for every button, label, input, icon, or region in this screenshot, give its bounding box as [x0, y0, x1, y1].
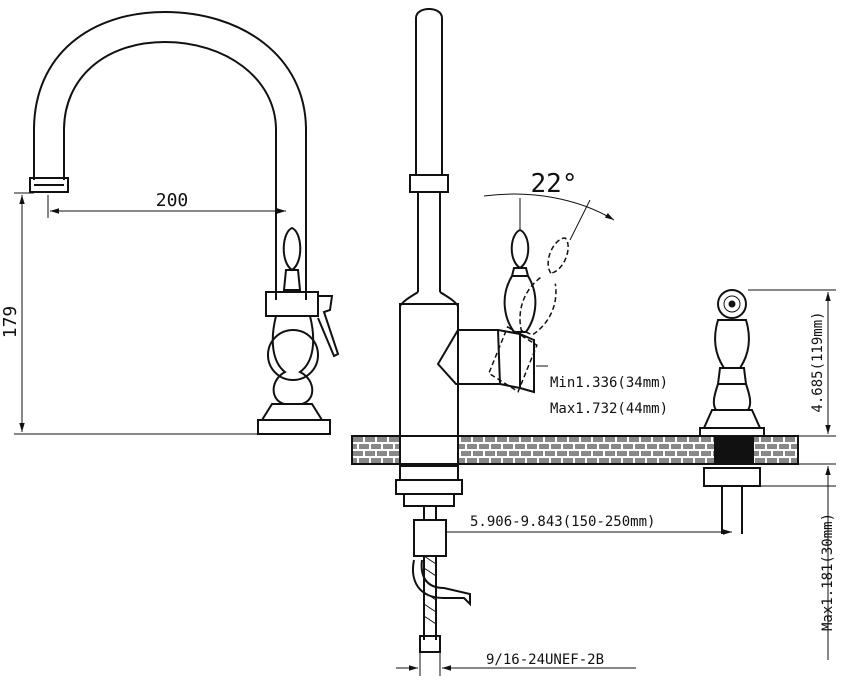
front-handle-knob — [510, 228, 530, 270]
dim-spout-reach: 200 — [47, 190, 286, 218]
dim-deck-thickness: Min1.336(34mm) Max1.732(44mm) — [536, 365, 668, 417]
sprayer-nut — [703, 467, 761, 487]
front-shank — [399, 465, 459, 481]
label-spout-height: 179 — [0, 306, 21, 339]
side-handle-knob — [282, 226, 302, 272]
label-handle-angle: 22° — [531, 169, 578, 199]
label-spout-reach: 200 — [156, 190, 189, 211]
handle-rotated-ghost — [487, 237, 569, 393]
dim-shank-max: Max1.181(30mm) — [760, 463, 836, 660]
front-spout — [415, 8, 443, 175]
sprayer-head — [717, 289, 747, 319]
side-base — [260, 403, 324, 421]
label-sprayer-height: 4.685(119mm) — [810, 311, 826, 412]
side-body — [265, 291, 319, 317]
front-view — [395, 8, 569, 653]
side-fitting — [413, 519, 447, 557]
label-deck-max: Max1.732(44mm) — [550, 401, 668, 417]
countertop — [351, 435, 799, 465]
spout-inner — [63, 40, 277, 300]
front-body — [399, 303, 459, 437]
spout-outer — [33, 10, 307, 300]
side-lever — [317, 295, 340, 358]
dim-center-distance: 5.906-9.843(150-250mm) — [446, 514, 732, 535]
side-view — [29, 10, 340, 435]
spout-tip — [29, 177, 69, 193]
label-deck-min: Min1.336(34mm) — [550, 375, 668, 391]
label-center-distance: 5.906-9.843(150-250mm) — [470, 514, 655, 530]
dim-thread: 9/16-24UNEF-2B — [396, 652, 636, 676]
label-thread: 9/16-24UNEF-2B — [486, 652, 604, 668]
side-sprayer — [699, 289, 765, 534]
sprayer-body — [714, 319, 750, 369]
label-shank-max: Max1.181(30mm) — [820, 513, 836, 631]
dim-sprayer-height: 4.685(119mm) — [748, 289, 836, 437]
front-handle-housing — [436, 329, 502, 385]
dim-spout-height: 179 — [0, 192, 262, 435]
dim-handle-angle: 22° — [483, 169, 615, 241]
